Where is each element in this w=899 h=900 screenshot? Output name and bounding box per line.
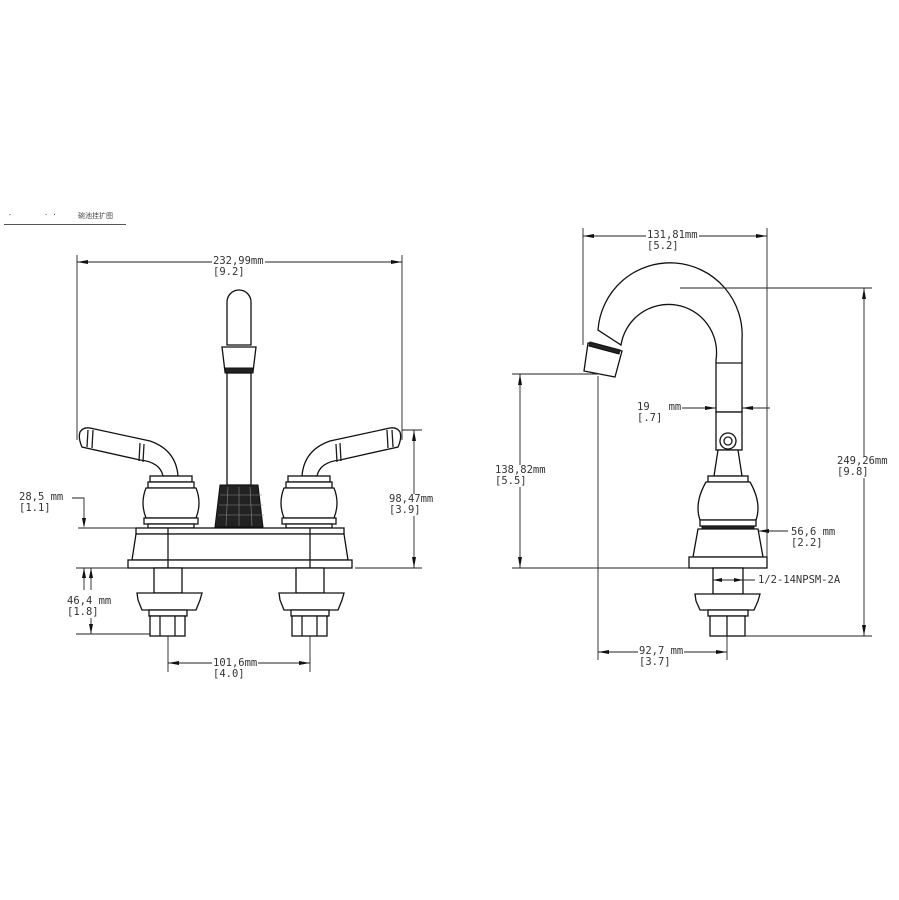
dim-overall-width-in: [9.2] (213, 266, 245, 278)
dim-base-depth-mm: 56,6 mm (791, 526, 836, 538)
dim-overall-height: 249,26mm [9.8] (836, 456, 889, 478)
dim-handle-height-mm: 28,5 mm (19, 491, 64, 503)
dim-base-depth-in: [2.2] (791, 537, 823, 549)
dim-center-spacing: 101,6mm [4.0] (212, 657, 259, 680)
front-deck-plate (127, 527, 353, 569)
dim-center-spacing-in: [4.0] (213, 668, 245, 680)
front-view (72, 255, 422, 672)
dim-aerator-height-mm: 138,82mm (495, 464, 546, 476)
dim-overall-height-mm: 249,26mm (837, 455, 888, 467)
dim-handle-tip-height-in: [3.9] (389, 504, 421, 516)
side-view (512, 228, 872, 660)
dim-handle-height-in: [1.1] (19, 502, 51, 514)
dim-spout-diameter: 19 mm [.7] (636, 401, 683, 424)
front-spout (214, 289, 264, 528)
dim-handle-tip-height-mm: 98,47mm (389, 493, 434, 505)
dim-aerator-height: 138,82mm [5.5] (494, 465, 547, 487)
dim-handle-tip-height: 98,47mm [3.9] (388, 493, 435, 516)
front-shanks (136, 567, 345, 637)
thread-spec-label: 1/2-14NPSM-2A (757, 574, 842, 586)
dim-base-depth: 56,6 mm [2.2] (790, 526, 837, 549)
dim-overall-width: 232,99mm [9.2] (212, 256, 265, 278)
dim-spout-reach: 131,81mm [5.2] (646, 230, 699, 252)
dim-aerator-height-in: [5.5] (495, 475, 527, 487)
title-mark-3: 碗池挂扩图 (78, 212, 113, 220)
dim-overall-width-mm: 232,99mm (213, 255, 264, 267)
title-mark-2: · · (44, 211, 57, 219)
dim-handle-height: 28,5 mm [1.1] (18, 491, 65, 514)
dim-shank-length: 46,4 mm [1.8] (66, 595, 113, 618)
front-right-handle (280, 427, 402, 529)
dim-spout-diameter-in: [.7] (637, 412, 663, 424)
front-left-handle (78, 427, 200, 529)
dim-overall-height-in: [9.8] (837, 466, 869, 478)
dim-shank-length-mm: 46,4 mm (67, 595, 112, 607)
dim-spout-reach-in: [5.2] (647, 240, 679, 252)
dim-shank-offset-in: [3.7] (639, 656, 671, 668)
dim-spout-diameter-mm: 19 mm (637, 401, 682, 413)
dim-center-spacing-mm: 101,6mm (213, 657, 258, 669)
dim-shank-offset-mm: 92,7 mm (639, 645, 684, 657)
side-spout (583, 262, 768, 637)
dim-spout-reach-mm: 131,81mm (647, 229, 698, 241)
dim-shank-offset: 92,7 mm [3.7] (638, 645, 685, 668)
title-mark-1: - (8, 211, 13, 219)
dim-shank-length-in: [1.8] (67, 606, 99, 618)
title-block: - · · 碗池挂扩图 (4, 210, 126, 225)
